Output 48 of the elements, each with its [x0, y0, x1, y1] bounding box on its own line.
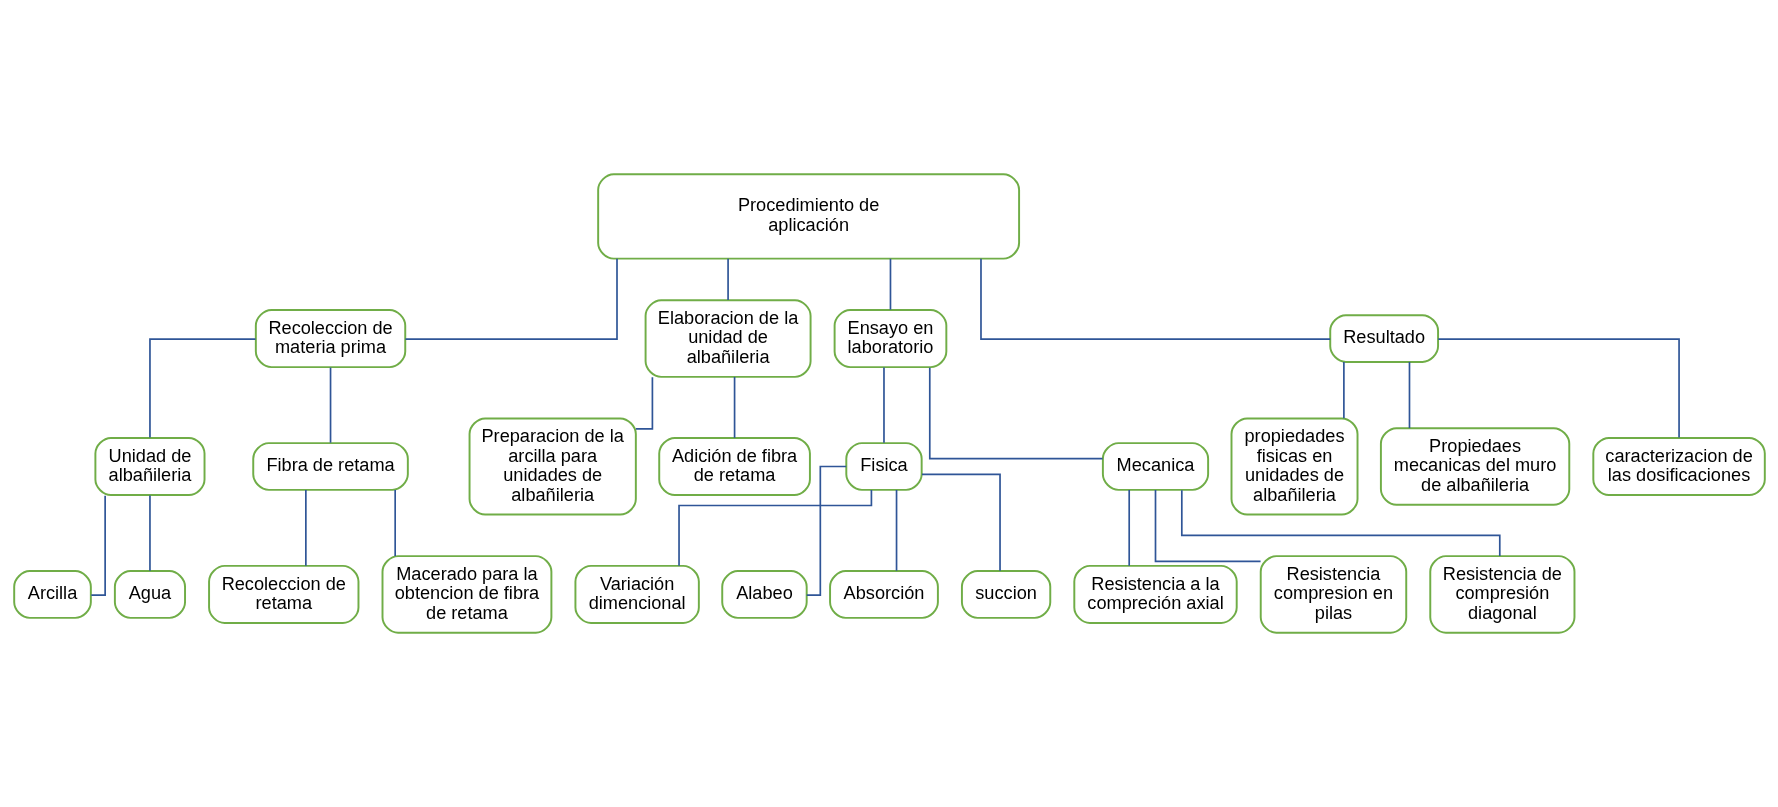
- connector: [805, 465, 847, 596]
- connector: [393, 489, 396, 557]
- node-box: Adición de fibra de retama: [657, 436, 811, 497]
- node-box: Resistencia a la compreción axial: [1072, 564, 1238, 625]
- node-box: Mecanica: [1101, 442, 1209, 491]
- node-box: Resultado: [1328, 314, 1439, 363]
- node-box: Agua: [113, 570, 186, 619]
- connector: [882, 366, 885, 444]
- node-box: Arcilla: [12, 570, 92, 619]
- node-box: Resistencia de compresión diagonal: [1428, 555, 1575, 634]
- node-box: Recoleccion de materia prima: [254, 309, 406, 369]
- connector: [979, 257, 1331, 341]
- connector: [89, 494, 106, 596]
- connector: [920, 473, 1001, 572]
- node-box: caracterizacion de las dosificaciones: [1591, 436, 1766, 497]
- connector: [895, 489, 897, 572]
- node-box: Preparacion de la arcilla para unidades de albañileria: [468, 417, 637, 516]
- node-box: Fisica: [844, 442, 923, 491]
- connector: [1436, 338, 1680, 439]
- connector: [889, 257, 891, 311]
- connector: [329, 366, 331, 444]
- node-box: Resistencia compresion en pilas: [1259, 555, 1407, 634]
- node-box: Propiedaes mecanicas del muro de albañileria: [1379, 427, 1570, 506]
- connector: [1154, 489, 1261, 563]
- node-box: Alabeo: [720, 570, 808, 619]
- node-box: succion: [960, 570, 1051, 619]
- node-box: Ensayo en laboratorio: [833, 309, 947, 369]
- connector: [148, 494, 151, 572]
- node-box: Fibra de retama: [251, 442, 409, 491]
- connector: [1342, 361, 1345, 420]
- connector: [928, 366, 1103, 460]
- connector: [634, 376, 653, 430]
- node-box: Variación dimencional: [573, 564, 700, 625]
- connector: [726, 257, 729, 301]
- connector: [304, 489, 307, 567]
- connector: [1127, 489, 1130, 567]
- connector: [148, 338, 256, 439]
- node-box: Absorción: [828, 570, 939, 619]
- node-box: Unidad de albañileria: [93, 436, 205, 497]
- node-box: Elaboracion de la unidad de albañileria: [644, 299, 812, 378]
- connector: [677, 489, 872, 567]
- node-box: Procedimiento de aplicación: [596, 173, 1020, 260]
- node-box: propiedades fisicas en unidades de albañileria: [1230, 417, 1358, 516]
- connector: [733, 376, 735, 439]
- connector: [404, 257, 618, 341]
- node-box: Macerado para la obtencion de fibra de retama: [381, 555, 552, 634]
- connector: [1408, 361, 1410, 429]
- node-box: Recoleccion de retama: [207, 564, 359, 625]
